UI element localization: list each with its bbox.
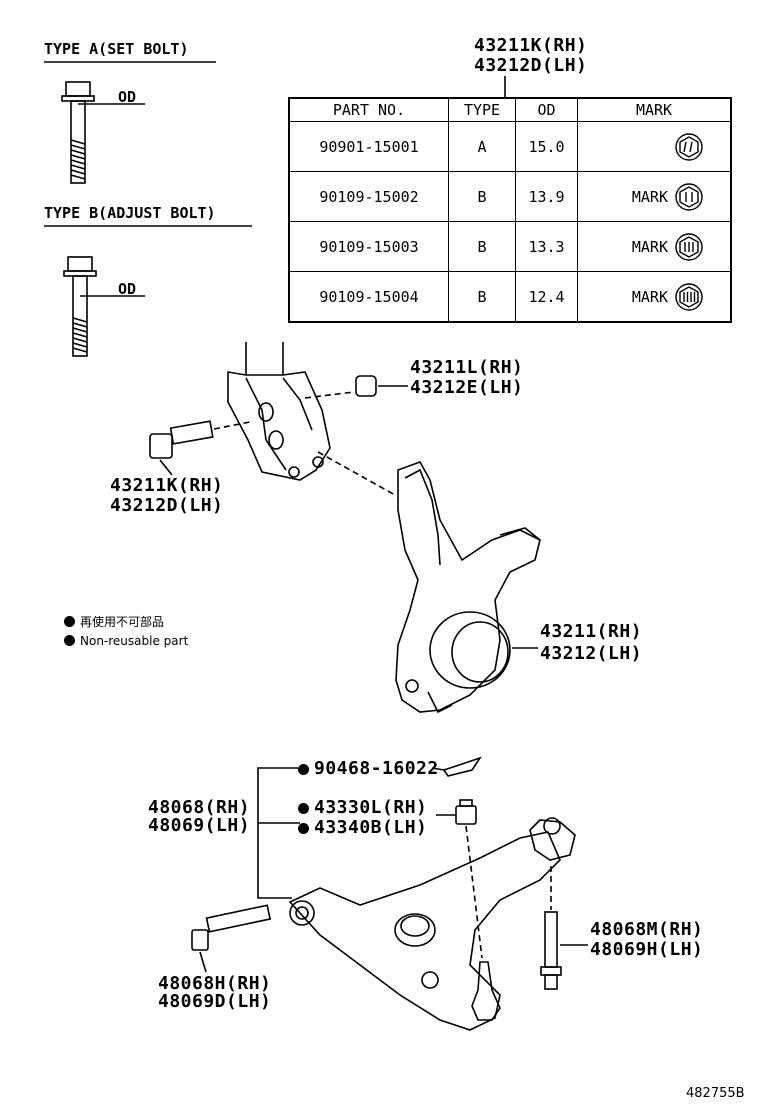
table-title-rh: 43211K(RH): [474, 35, 588, 56]
diagram-id: 482755B: [686, 1086, 745, 1101]
legend-en: Non-reusable part: [64, 634, 188, 648]
type-cell: B: [448, 271, 516, 323]
steering-knuckle-drawing: [395, 461, 541, 714]
type-b-label: TYPE B(ADJUST BOLT): [44, 204, 216, 222]
nut-drawing: [355, 375, 408, 397]
bolt-callout-rh: 43211K(RH): [110, 475, 224, 496]
non-reusable-dot-icon: [64, 616, 75, 627]
non-reusable-dot-icon: [298, 803, 309, 814]
arm-callout-rh: 48068(RH): [148, 797, 251, 818]
bolt-head-mark-3-icon: [675, 282, 703, 311]
od-cell: 13.9: [515, 171, 578, 222]
od-cell: 12.4: [515, 271, 578, 323]
part-no-cell: 90109-15003: [288, 221, 449, 272]
cotter-pin-drawing: [431, 756, 482, 777]
bolt-spec-table: PART NO. TYPE OD MARK 90901-15001 A 15.0…: [288, 97, 732, 323]
castle-nut-drawing: [436, 799, 477, 825]
ball-nut-callout-lh: 43340B(LH): [298, 818, 427, 838]
od-label-b: OD: [118, 280, 137, 298]
lower-bolt-callout-rh: 48068H(RH): [158, 973, 272, 994]
right-bolt-drawing: [540, 911, 588, 990]
table-row: 90109-15002 B 13.9 MARK: [288, 171, 732, 222]
lower-bolt-drawing: [191, 904, 272, 973]
table-row: 90109-15004 B 12.4 MARK: [288, 271, 732, 323]
part-no-cell: 90109-15002: [288, 171, 449, 222]
legend-jp: 再使用不可部品: [64, 613, 164, 630]
type-cell: B: [448, 221, 516, 272]
bolt-head-mark-1-icon: [675, 182, 703, 211]
right-bolt-callout-rh: 48068M(RH): [590, 919, 704, 940]
bolt-callout-lh: 43212D(LH): [110, 495, 224, 516]
strut-bracket-drawing: [227, 342, 331, 481]
right-bolt-callout-lh: 48069H(LH): [590, 939, 704, 960]
non-reusable-dot-icon: [298, 823, 309, 834]
table-row: 90901-15001 A 15.0: [288, 121, 732, 172]
type-a-bolt-icon: [61, 81, 145, 184]
col-type: TYPE: [448, 97, 516, 122]
od-cell: 15.0: [515, 121, 578, 172]
type-cell: A: [448, 121, 516, 172]
non-reusable-dot-icon: [298, 764, 309, 775]
part-no-cell: 90109-15004: [288, 271, 449, 323]
bolt-drawing: [149, 420, 251, 476]
lower-bolt-callout-lh: 48069D(LH): [158, 991, 272, 1012]
type-b-bolt-icon: [63, 256, 145, 357]
col-part-no: PART NO.: [288, 97, 449, 122]
col-od: OD: [515, 97, 578, 122]
type-a-label: TYPE A(SET BOLT): [44, 40, 189, 58]
knuckle-callout-rh: 43211(RH): [540, 621, 643, 642]
part-no-cell: 90901-15001: [288, 121, 449, 172]
bolt-head-mark-2-icon: [675, 232, 703, 261]
table-row: 90109-15003 B 13.3 MARK: [288, 221, 732, 272]
bolt-head-mark-0-icon: [675, 132, 703, 161]
mark-text: MARK: [631, 237, 668, 256]
cotter-pin-callout: 90468-16022: [298, 759, 439, 779]
non-reusable-dot-icon: [64, 635, 75, 646]
mark-text: MARK: [631, 287, 668, 306]
table-title-lh: 43212D(LH): [474, 55, 588, 76]
type-cell: B: [448, 171, 516, 222]
ball-nut-callout-rh: 43330L(RH): [298, 798, 427, 818]
mark-text: MARK: [631, 187, 668, 206]
nut-callout-rh: 43211L(RH): [410, 357, 524, 378]
od-label-a: OD: [118, 88, 137, 106]
knuckle-callout-lh: 43212(LH): [540, 643, 643, 664]
nut-callout-lh: 43212E(LH): [410, 377, 524, 398]
arm-callout-lh: 48069(LH): [148, 815, 251, 836]
lower-arm-drawing: [288, 817, 576, 1031]
col-mark: MARK: [577, 97, 732, 122]
od-cell: 13.3: [515, 221, 578, 272]
